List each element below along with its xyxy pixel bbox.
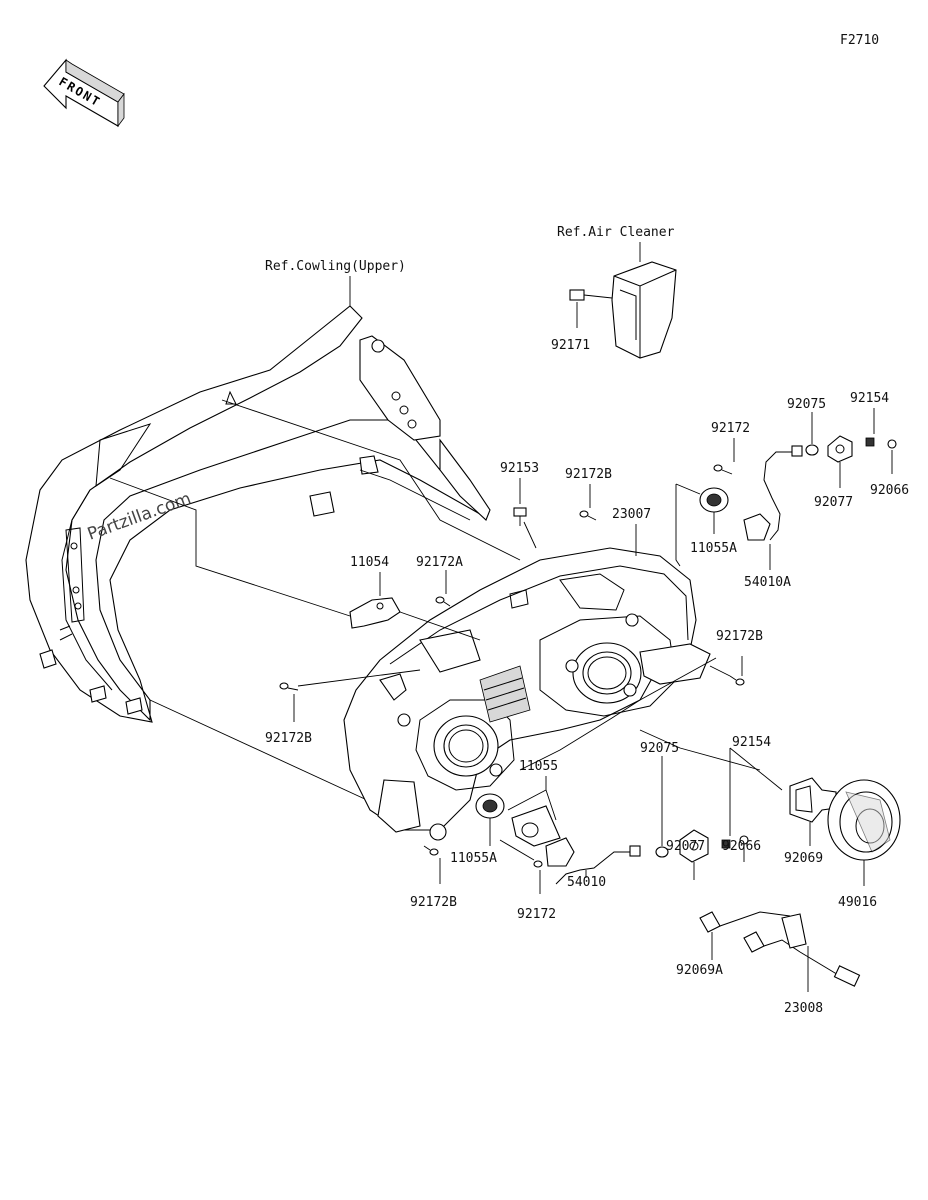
part-92172-top: 92172 (711, 421, 750, 436)
figure-code: F2710 (840, 33, 879, 48)
socket-11055A-top (675, 483, 729, 567)
screw-92172-top (713, 438, 735, 475)
part-92172-bottom: 92172 (517, 907, 556, 922)
part-92172B-top: 92172B (565, 467, 612, 482)
upper-cowling (25, 305, 491, 723)
bracket-11055 (511, 805, 561, 847)
part-11055A-bottom: 11055A (450, 851, 497, 866)
screw-92172B-left (279, 669, 421, 722)
part-92066-mid: 92066 (722, 839, 761, 854)
holder-92077-top (827, 435, 853, 488)
part-92172B-bottom: 92172B (410, 895, 457, 910)
part-92075-top: 92075 (787, 397, 826, 412)
part-11054: 11054 (350, 555, 389, 570)
part-23008: 23008 (784, 1001, 823, 1016)
part-54010: 54010 (567, 875, 606, 890)
socket-11055A-bottom (475, 793, 505, 846)
part-49016: 49016 (838, 895, 877, 910)
ref-air-cleaner-label: Ref.Air Cleaner (557, 225, 675, 240)
part-92077-mid: 92077 (666, 839, 705, 854)
wire-54010A (743, 445, 803, 570)
clip-92171 (569, 289, 613, 328)
part-92172A: 92172A (416, 555, 463, 570)
screw-92172-bottom (499, 839, 543, 894)
part-92069A: 92069A (676, 963, 723, 978)
bracket-11054 (349, 572, 481, 641)
part-92154-top: 92154 (850, 391, 889, 406)
part-92066-top: 92066 (870, 483, 909, 498)
harness-23008 (719, 911, 861, 992)
washer-92075-mid (655, 756, 669, 858)
part-23007: 23007 (612, 507, 651, 522)
screw-92172B-bottom (423, 845, 441, 884)
part-92069: 92069 (784, 851, 823, 866)
wire-54010 (545, 837, 641, 885)
part-92075-mid: 92075 (640, 741, 679, 756)
bulb-92069A (699, 911, 765, 960)
grommet-92066-top (887, 439, 897, 474)
part-11055: 11055 (519, 759, 558, 774)
washer-92075-top (805, 412, 819, 456)
ref-cowling-upper-label: Ref.Cowling(Upper) (265, 259, 406, 274)
screw-92172B-top (579, 484, 597, 521)
grommet-92066-mid (739, 835, 749, 862)
part-92077-top: 92077 (814, 495, 853, 510)
bolt-92153 (513, 478, 537, 549)
front-arrow-icon: FRONT (43, 58, 125, 128)
screw-92172A (435, 570, 451, 607)
air-cleaner-housing (611, 261, 677, 359)
part-92171: 92171 (551, 338, 590, 353)
screw-92154-mid (721, 747, 783, 849)
part-92172B-left: 92172B (265, 731, 312, 746)
part-92172B-right: 92172B (716, 629, 763, 644)
holder-92077-mid (679, 829, 709, 880)
screw-92172B-right (709, 656, 745, 686)
part-92153: 92153 (500, 461, 539, 476)
part-54010A: 54010A (744, 575, 791, 590)
part-11055A-top: 11055A (690, 541, 737, 556)
headlight-assembly-23007 (343, 547, 711, 841)
cover-49016 (827, 779, 901, 886)
screw-92154-top (865, 408, 875, 447)
part-92154-mid: 92154 (732, 735, 771, 750)
